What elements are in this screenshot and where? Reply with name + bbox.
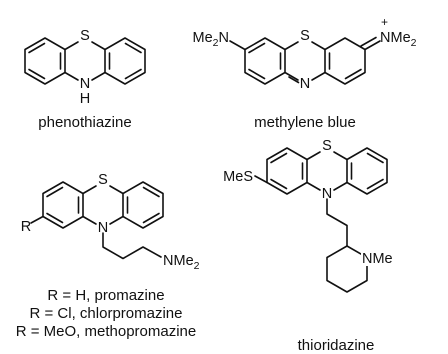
thioridazine-right-double-2	[366, 152, 384, 164]
thioridazine-right-ring	[346, 147, 388, 195]
methylene-blue-nitrogen-label: N	[300, 76, 310, 92]
promazine-propyl-chain	[102, 232, 162, 260]
thioridazine-structure: S N MeS NMe	[223, 138, 393, 293]
thioridazine-nme-mask	[361, 249, 391, 266]
methylene-blue-structure: S N Me2N NMe2 +	[193, 15, 417, 92]
promazine-bond-s-c-right	[109, 185, 124, 195]
methylene-blue-right-sub: 2	[411, 37, 417, 49]
methylene-blue-left-me: Me	[193, 30, 213, 46]
methylene-blue-left-nme2-label: Me2N	[193, 30, 229, 49]
thioridazine-left-double-1	[270, 152, 288, 164]
phenothiazine-left-double-1	[28, 42, 46, 54]
thioridazine-bond-s-c-right	[333, 151, 348, 161]
methylene-blue-bond-nme2-left	[229, 40, 246, 51]
promazine-bond-c-n-left	[82, 215, 97, 225]
thioridazine-bond-c-n-left	[306, 181, 321, 191]
methylene-blue-left-double-1	[248, 42, 266, 54]
promazine-nme2-label: NMe2	[163, 253, 200, 272]
phenothiazine-structure: S N H	[24, 28, 146, 107]
phenothiazine-right-double-2	[124, 42, 142, 54]
promazine-right-double-3	[142, 212, 160, 224]
phenothiazine-bond-c-s-left	[64, 41, 79, 51]
caption-methylene-blue: methylene blue	[254, 114, 356, 131]
promazine-left-double-2	[46, 212, 64, 224]
thioridazine-mes-label: MeS	[223, 169, 253, 185]
phenothiazine-right-ring	[104, 37, 146, 85]
methylene-blue-bond-s-c-right	[311, 41, 326, 51]
promazine-left-ring	[42, 181, 84, 229]
phenothiazine-bond-n-c-right	[91, 71, 106, 81]
promazine-sulfur-label: S	[98, 172, 108, 188]
phenothiazine-bond-c-n-left	[64, 71, 79, 81]
methylene-blue-right-nme2-label: NMe2	[380, 30, 417, 49]
phenothiazine-left-ring	[24, 37, 66, 85]
promazine-bond-r	[30, 215, 44, 224]
thioridazine-nitrogen-label: N	[322, 186, 332, 202]
methylene-blue-bond-n-c-right	[311, 71, 326, 81]
thioridazine-ethyl-chain	[326, 198, 348, 247]
methylene-blue-right-me: Me	[390, 30, 410, 46]
thioridazine-bond-mes	[254, 175, 268, 184]
phenothiazine-right-double-3	[124, 68, 142, 80]
methylene-blue-bond-cn-double	[288, 76, 300, 84]
caption-phenothiazine: phenothiazine	[38, 114, 131, 131]
methylene-blue-sulfur-label: S	[300, 28, 310, 44]
caption-promazine: R = H, promazine	[47, 287, 164, 304]
thioridazine-sulfur-label: S	[322, 138, 332, 154]
phenothiazine-sulfur-label: S	[80, 28, 90, 44]
thioridazine-right-double-3	[366, 178, 384, 190]
thioridazine-left-ring	[266, 147, 308, 195]
methylene-blue-left-ring	[244, 37, 286, 85]
thioridazine-nme-label: NMe	[362, 251, 393, 267]
caption-methopromazine: R = MeO, methopromazine	[16, 323, 197, 340]
promazine-nitrogen-label: N	[98, 220, 108, 236]
promazine-sub: 2	[194, 260, 200, 272]
methylene-blue-left-double-2	[248, 68, 266, 80]
promazine-r-label: R	[21, 219, 31, 235]
methylene-blue-left-n: N	[219, 30, 229, 46]
thioridazine-bond-n-c-right	[333, 181, 348, 191]
promazine-left-double-1	[46, 186, 64, 198]
methylene-blue-right-n: N	[380, 30, 390, 46]
phenothiazine-nitrogen-label: N	[80, 76, 90, 92]
promazine-right-ring	[122, 181, 164, 229]
promazine-right-double-2	[142, 186, 160, 198]
promazine-bond-c-s-left	[82, 185, 97, 195]
promazine-structure: S N R NMe2	[21, 172, 200, 272]
phenothiazine-hydrogen-label: H	[80, 91, 90, 107]
methylene-blue-left-sub: 2	[213, 37, 219, 49]
methylene-blue-bond-c-n-left	[284, 71, 299, 81]
methylene-blue-bond-nme2-right-2	[360, 36, 377, 47]
phenothiazine-bond-s-c-right	[91, 41, 106, 51]
caption-chlorpromazine: R = Cl, chlorpromazine	[30, 305, 183, 322]
promazine-n: N	[163, 253, 173, 269]
promazine-bond-n-c-right	[109, 215, 124, 225]
methylene-blue-right-double-2	[344, 68, 362, 80]
caption-thioridazine: thioridazine	[298, 337, 375, 354]
promazine-me: Me	[173, 253, 193, 269]
phenothiazine-left-double-2	[28, 68, 46, 80]
methylene-blue-right-ring	[324, 37, 366, 85]
thioridazine-left-double-2	[270, 178, 288, 190]
methylene-blue-plus-charge: +	[381, 15, 388, 29]
methylene-blue-bond-nme2-right-1	[364, 40, 381, 51]
thioridazine-bond-c-s-left	[306, 151, 321, 161]
methylene-blue-bond-c-s-left	[284, 41, 299, 51]
